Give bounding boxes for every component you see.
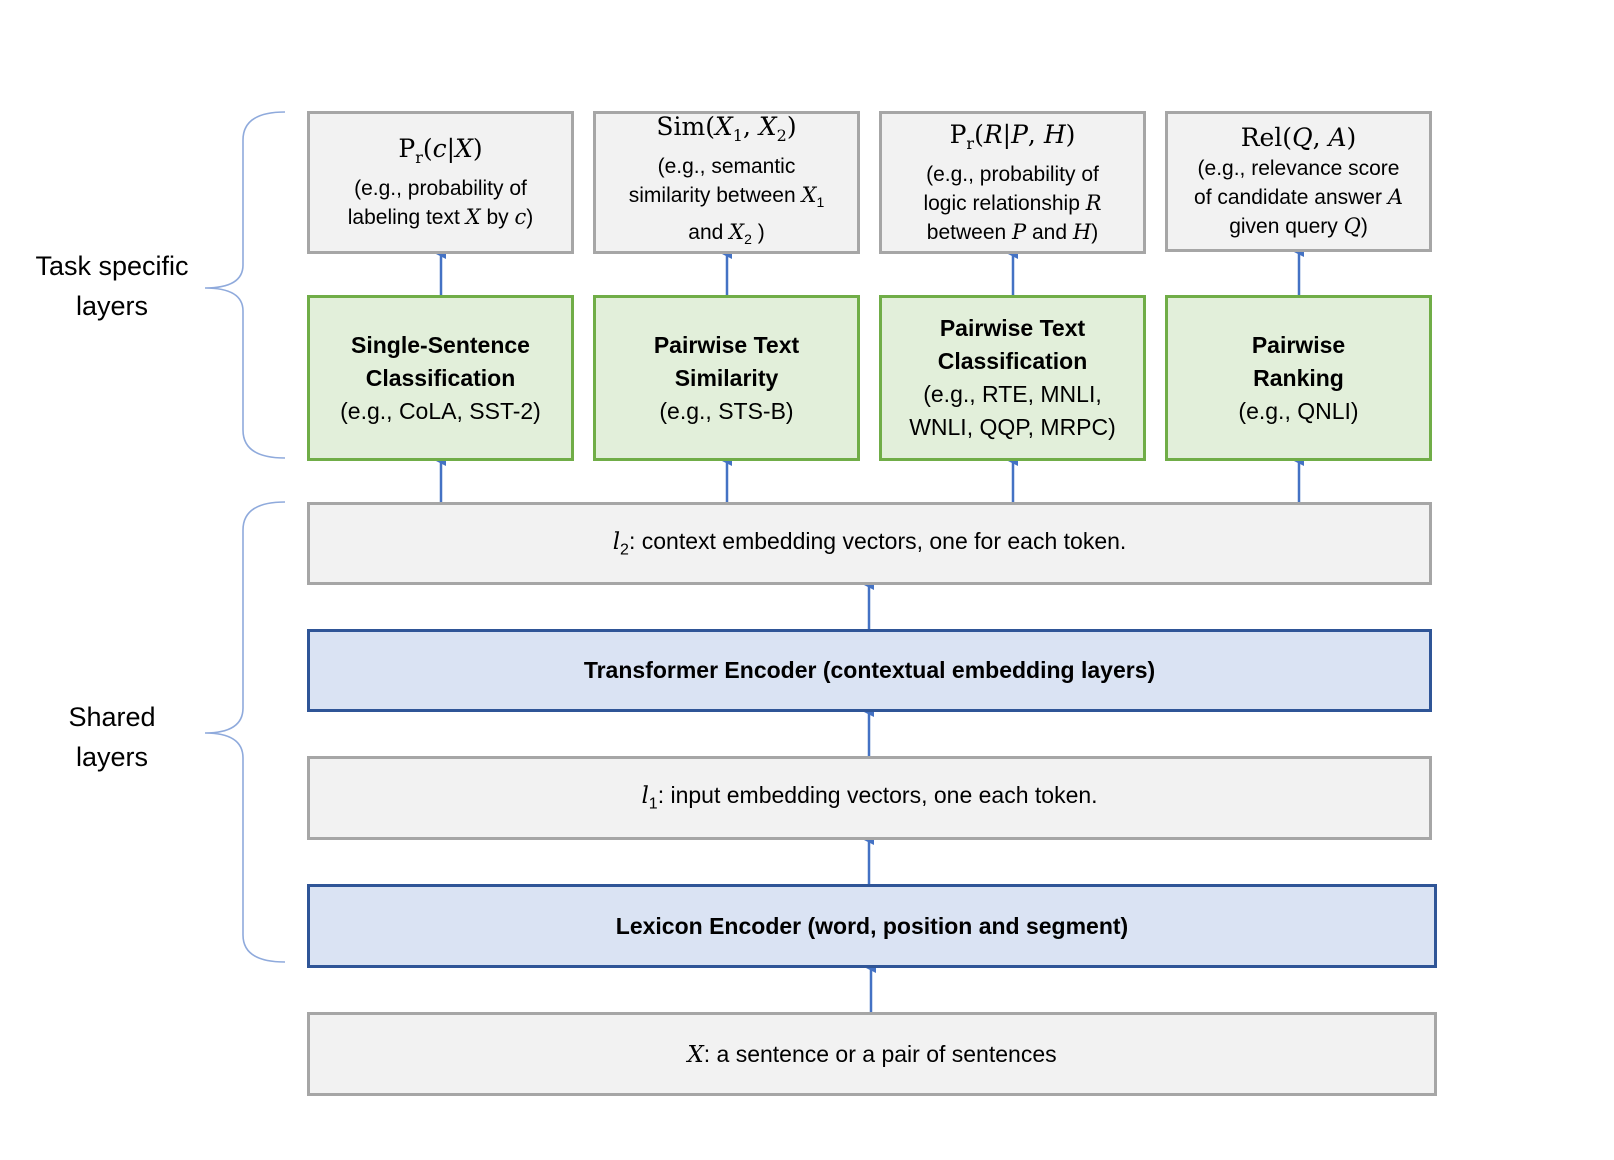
- task-title-line2: Similarity: [674, 364, 779, 391]
- output-description-line3: given query Q): [1229, 214, 1368, 238]
- output-description-line1: (e.g., relevance score: [1197, 157, 1400, 180]
- lexicon-encoder-label: Lexicon Encoder (word, position and segm…: [615, 912, 1129, 939]
- output-formula: Rel(Q, A): [1240, 123, 1357, 152]
- task-box-single-sentence-classification: Single-Sentence Classification (e.g., Co…: [307, 295, 574, 461]
- task-title-line1: Single-Sentence: [351, 331, 530, 358]
- task-box-pairwise-ranking: Pairwise Ranking (e.g., QNLI): [1165, 295, 1432, 461]
- l1-input-embedding-box: l1: input embedding vectors, one each to…: [307, 756, 1432, 840]
- task-title-line2: Classification: [365, 364, 516, 391]
- output-description-line2: logic relationship R: [923, 190, 1102, 215]
- task-specific-layers-label: Task specific layers: [12, 246, 212, 326]
- shared-brace: [204, 501, 286, 963]
- output-description-line1: (e.g., probability of: [354, 177, 527, 200]
- shared-label-line1: Shared: [68, 702, 156, 732]
- task-title-line1: Pairwise Text: [653, 331, 800, 358]
- input-text: : a sentence or a pair of sentences: [703, 1040, 1057, 1067]
- output-description-line2: labeling text X by c): [347, 205, 534, 229]
- input-label: X: a sentence or a pair of sentences: [687, 1040, 1057, 1068]
- input-sentence-box: X: a sentence or a pair of sentences: [307, 1012, 1437, 1096]
- output-description-line1: (e.g., probability of: [926, 162, 1099, 186]
- l1-text: : input embedding vectors, one each toke…: [657, 782, 1098, 809]
- transformer-encoder-box: Transformer Encoder (contextual embeddin…: [307, 629, 1432, 712]
- task-specific-label-line2: layers: [75, 291, 149, 321]
- output-description-line1: (e.g., semantic: [657, 155, 796, 179]
- output-box-text-classification: Pr(R|P, H) (e.g., probability of logic r…: [879, 111, 1146, 254]
- task-examples-line1: (e.g., QNLI): [1238, 397, 1359, 424]
- task-examples-line1: (e.g., CoLA, SST-2): [340, 397, 541, 424]
- task-examples-line2: WNLI, QQP, MRPC): [909, 414, 1116, 440]
- output-box-ranking: Rel(Q, A) (e.g., relevance score of cand…: [1165, 111, 1432, 252]
- task-title-line1: Pairwise: [1251, 331, 1346, 358]
- shared-label-line2: layers: [75, 742, 149, 772]
- output-formula: Pr(c|X): [398, 134, 483, 167]
- output-description-line3: and X2 ): [688, 219, 765, 247]
- output-description-line3: between P and H): [926, 219, 1099, 244]
- task-title-line1: Pairwise Text: [939, 315, 1086, 341]
- task-examples-line1: (e.g., RTE, MNLI,: [923, 381, 1102, 407]
- l1-label: l1: input embedding vectors, one each to…: [641, 782, 1098, 813]
- output-box-text-similarity: Sim(X1, X2) (e.g., semantic similarity b…: [593, 111, 860, 254]
- shared-layers-label: Shared layers: [12, 697, 212, 777]
- output-description-line2: similarity between X1: [628, 183, 825, 211]
- task-box-pairwise-text-classification: Pairwise Text Classification (e.g., RTE,…: [879, 295, 1146, 461]
- output-formula: Sim(X1, X2): [656, 112, 797, 146]
- task-box-pairwise-text-similarity: Pairwise Text Similarity (e.g., STS-B): [593, 295, 860, 461]
- l2-text: : context embedding vectors, one for eac…: [628, 527, 1127, 554]
- task-title-line2: Ranking: [1253, 364, 1344, 391]
- output-description-line2: of candidate answer A: [1194, 185, 1403, 209]
- lexicon-encoder-box: Lexicon Encoder (word, position and segm…: [307, 884, 1437, 968]
- l2-context-embedding-box: l2: context embedding vectors, one for e…: [307, 502, 1432, 585]
- output-box-single-sentence: Pr(c|X) (e.g., probability of labeling t…: [307, 111, 574, 254]
- task-specific-brace: [204, 111, 286, 459]
- l2-label: l2: context embedding vectors, one for e…: [612, 527, 1127, 559]
- output-formula: Pr(R|P, H): [949, 119, 1076, 153]
- task-specific-label-line1: Task specific: [35, 251, 189, 281]
- task-examples-line1: (e.g., STS-B): [659, 397, 794, 424]
- transformer-encoder-label: Transformer Encoder (contextual embeddin…: [583, 657, 1156, 683]
- task-title-line2: Classification: [937, 348, 1088, 374]
